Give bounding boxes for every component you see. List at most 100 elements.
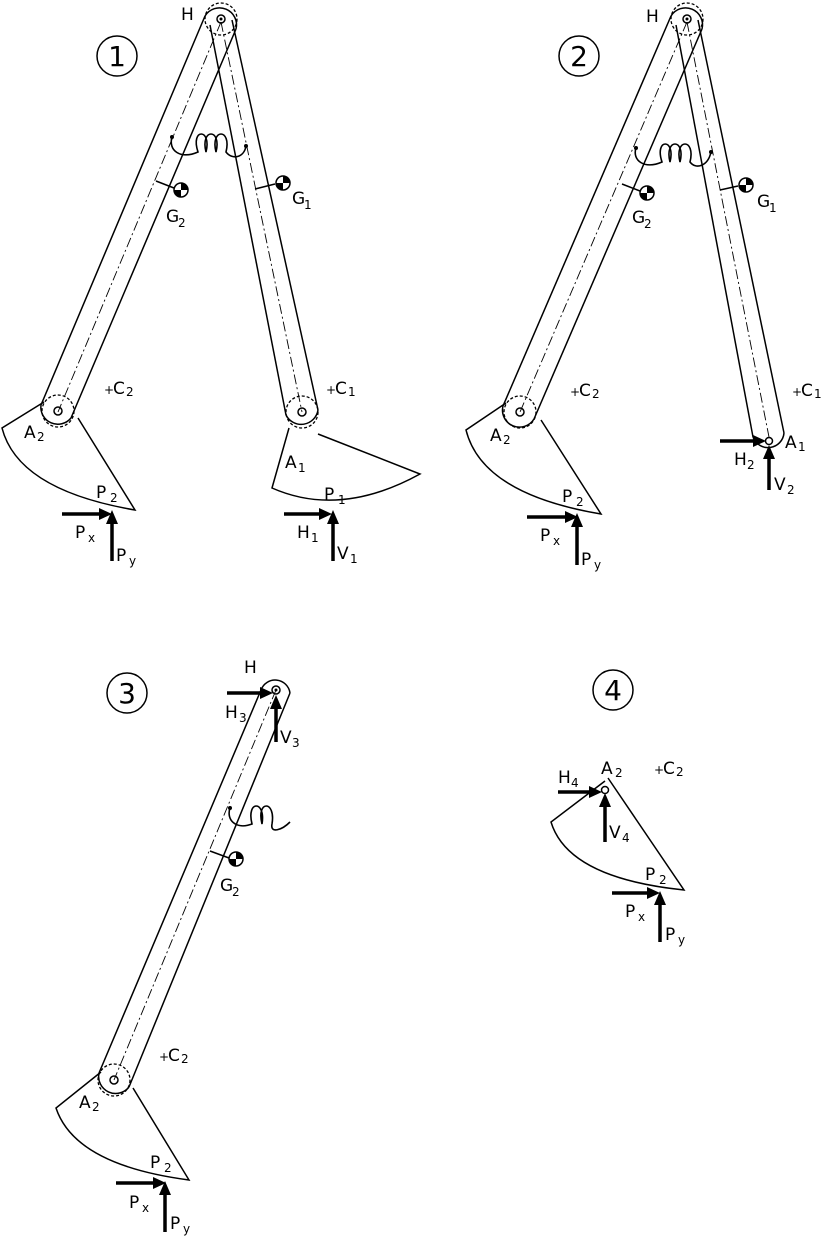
bucket-segment-a2 — [1, 401, 137, 512]
label-py-sub: y — [129, 554, 136, 568]
label-h1: H — [297, 523, 310, 543]
label-p2: P — [645, 865, 655, 885]
panel-number: 4 — [604, 674, 622, 707]
torsion-spring — [228, 805, 291, 831]
center-of-mass-g1-icon — [254, 175, 291, 191]
label-c2-plus: + — [570, 385, 580, 399]
label-v2: V — [774, 475, 786, 495]
joint-a2-dashed-circle — [97, 1063, 131, 1097]
hinge-h-pin — [271, 685, 281, 695]
force-h3-arrow — [227, 687, 273, 699]
label-a2: A — [79, 1093, 91, 1113]
force-v3-arrow — [270, 695, 282, 742]
joint-a2-pin — [109, 1075, 119, 1085]
label-h2-sub: 2 — [747, 458, 755, 472]
label-g1: G — [757, 192, 770, 212]
force-h4-arrow — [558, 786, 602, 798]
joint-a2-pin — [53, 406, 63, 416]
label-p2-sub: 2 — [576, 495, 584, 509]
label-v3-sub: 3 — [292, 736, 300, 750]
label-py: P — [665, 925, 675, 945]
label-py-sub: y — [678, 933, 685, 947]
joint-a2-dashed-circle — [41, 394, 75, 428]
label-c1-sub: 1 — [348, 385, 356, 399]
label-v1: V — [337, 544, 349, 564]
label-v2-sub: 2 — [787, 483, 795, 497]
panel-number-circle — [106, 672, 148, 714]
label-py-sub: y — [594, 558, 601, 572]
hinge-h-pin — [682, 14, 692, 24]
label-g2-sub: 2 — [178, 216, 186, 230]
label-c1-plus: + — [326, 383, 336, 397]
hinge-h-pin — [216, 14, 226, 24]
label-h3: H — [225, 703, 238, 723]
label-px: P — [129, 1193, 139, 1213]
label-c2: C — [579, 381, 591, 401]
label-c2-sub: 2 — [126, 385, 134, 399]
label-h: H — [244, 658, 257, 678]
label-g1: G — [292, 189, 305, 209]
panel-number-circle — [96, 35, 138, 77]
label-c2-plus: + — [654, 763, 664, 777]
torsion-spring — [170, 133, 247, 158]
link-upper-a1 — [209, 19, 319, 426]
label-g2: G — [632, 208, 645, 228]
label-p2-sub: 2 — [110, 491, 118, 505]
joint-a1-dashed-circle — [285, 395, 319, 429]
label-c2: C — [113, 379, 125, 399]
force-py-arrow — [159, 1181, 171, 1232]
torsion-spring — [634, 143, 712, 167]
force-px-arrow — [62, 508, 112, 520]
joint-a2-pin — [515, 407, 525, 417]
label-c2: C — [168, 1046, 180, 1066]
label-g2: G — [166, 207, 179, 227]
label-g2: G — [220, 876, 233, 896]
joint-a1-pin — [297, 407, 307, 417]
label-px: P — [75, 523, 85, 543]
panel-number: 1 — [108, 40, 126, 73]
center-of-mass-g2-icon — [209, 850, 244, 867]
label-p1-sub: 1 — [338, 493, 346, 507]
label-py-sub: y — [183, 1222, 190, 1236]
label-v4: V — [609, 823, 621, 843]
label-a1-sub: 1 — [798, 440, 806, 454]
panel-number: 2 — [570, 40, 588, 73]
label-py: P — [581, 550, 591, 570]
label-a2-sub: 2 — [37, 430, 45, 444]
label-c1-sub: 1 — [814, 387, 822, 401]
panel-number: 3 — [118, 677, 136, 710]
label-p2-sub: 2 — [659, 873, 667, 887]
link-upper-a2 — [40, 7, 238, 425]
bucket-segment-a2 — [550, 777, 686, 891]
link-upper-a1 — [675, 19, 785, 449]
joint-a2-dashed-circle — [503, 395, 537, 429]
label-p2: P — [96, 483, 106, 503]
label-a1: A — [285, 453, 297, 473]
label-h: H — [646, 7, 659, 27]
label-c2-sub: 2 — [676, 765, 684, 779]
force-py-arrow — [654, 891, 666, 942]
label-p1: P — [324, 485, 334, 505]
label-c2-sub: 2 — [592, 387, 600, 401]
label-c1-plus: + — [792, 385, 802, 399]
label-g1-sub: 1 — [304, 198, 312, 212]
label-px-sub: x — [142, 1201, 149, 1215]
label-px: P — [540, 526, 550, 546]
joint-a2-pin — [600, 785, 610, 795]
force-v1-arrow — [327, 510, 339, 561]
force-v4-arrow — [599, 793, 611, 842]
label-c2-plus: + — [104, 383, 114, 397]
label-a1-sub: 1 — [298, 461, 306, 475]
label-py: P — [116, 546, 126, 566]
label-px: P — [625, 902, 635, 922]
label-v1-sub: 1 — [350, 552, 358, 566]
hinge-h-dashed-circle — [670, 2, 704, 36]
label-a2-sub: 2 — [503, 433, 511, 447]
label-g1-sub: 1 — [769, 201, 777, 215]
label-p2: P — [562, 487, 572, 507]
label-p2: P — [150, 1153, 160, 1173]
panel-2: 2 — [465, 2, 822, 572]
bucket-segment-a2 — [55, 1071, 191, 1181]
label-a2-sub: 2 — [92, 1100, 100, 1114]
